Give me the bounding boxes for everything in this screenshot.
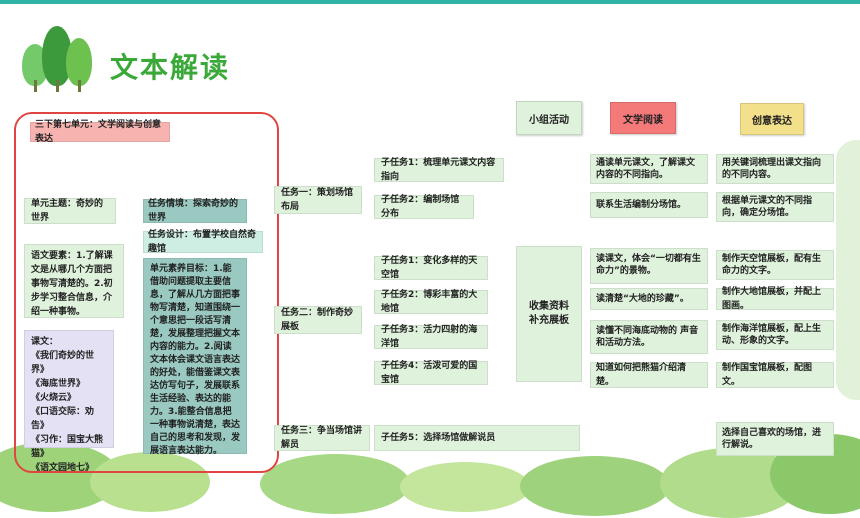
reading-item: 通读单元课文，了解课文内容的不同指向。 [590, 154, 708, 184]
creative-item: 制作大地馆展板，并配上图画。 [716, 287, 834, 311]
unit-frame [14, 112, 279, 473]
reading-item: 知道如何把熊猫介绍清楚。 [590, 362, 708, 388]
creative-item: 制作海洋馆展板，配上生动、形象的文字。 [716, 320, 834, 350]
unit-elements: 语文要素：1.了解课文是从哪几个方面把事物写清楚的。2.初步学习整合信息，介绍一… [24, 244, 124, 318]
task-context: 任务情境：探索奇妙的世界 [143, 199, 247, 223]
header-creative-expression: 创意表达 [740, 103, 804, 135]
top-bar [0, 0, 860, 4]
task-3: 任务三：争当场馆讲解员 [274, 425, 370, 451]
subtask: 子任务5：选择场馆做解说员 [374, 425, 580, 451]
reading-item: 读清楚“大地的珍藏”。 [590, 288, 708, 310]
group-activity-box: 收集资料 补充展板 [516, 246, 582, 382]
unit-theme: 单元主题：奇妙的世界 [24, 198, 116, 224]
subtask: 子任务2：编制场馆分布 [374, 195, 474, 219]
header-literary-reading: 文学阅读 [610, 102, 676, 134]
lesson-item: 《火烧云》 [31, 393, 77, 403]
creative-item: 制作国宝馆展板，配图文。 [716, 362, 834, 388]
lesson-item: 《习作：国宝大熊猫》 [31, 435, 104, 459]
task-1: 任务一：策划场馆布局 [274, 186, 362, 214]
header-group-activity: 小组活动 [516, 101, 582, 135]
lesson-item: 《口语交际：劝告》 [31, 407, 95, 431]
unit-lessons: 课文： 《我们奇妙的世界》 《海底世界》 《火烧云》 《口语交际：劝告》 《习作… [24, 330, 114, 473]
task-design: 任务设计：布置学校自然奇趣馆 [143, 230, 263, 254]
unit-title: 三下第七单元：文学阅读与创意表达 [30, 120, 170, 144]
creative-item: 用关键词梳理出课文指向的不同内容。 [716, 154, 834, 184]
reading-item: 联系生活编制分场馆。 [590, 192, 708, 218]
creative-item: 根据单元课文的不同指向，确定分场馆。 [716, 192, 834, 222]
lesson-item: 《海底世界》 [31, 379, 86, 389]
lesson-item: 《语文园地七》 [31, 463, 95, 473]
subtask: 子任务3：活力四射的海洋馆 [374, 325, 488, 349]
subtask: 子任务2：博彩丰富的大地馆 [374, 290, 488, 314]
reading-item: 读懂不同海底动物的 声音和活动方法。 [590, 320, 708, 354]
subtask: 子任务4：活泼可爱的国宝馆 [374, 361, 488, 385]
lesson-item: 《我们奇妙的世界》 [31, 351, 95, 375]
group-activity-text: 收集资料 补充展板 [529, 301, 569, 326]
right-leaf-decoration [836, 140, 860, 400]
reading-item: 读课文，体会“一切都有生命力”的景物。 [590, 248, 708, 284]
task-2: 任务二：制作奇妙展板 [274, 306, 362, 334]
tree-logo-icon [22, 20, 100, 92]
lessons-title: 课文： [31, 337, 59, 347]
subtask: 子任务1：变化多样的天空馆 [374, 256, 488, 280]
creative-item: 选择自己喜欢的场馆，进行解说。 [716, 422, 834, 456]
unit-goals: 单元素养目标：1.能借助问题提取主要信息，了解从几方面把事物写清楚，知道围绕一个… [143, 258, 247, 456]
creative-item: 制作天空馆展板，配有生命力的文字。 [716, 250, 834, 280]
page-title: 文本解读 [110, 51, 231, 84]
subtask: 子任务1：梳理单元课文内容指向 [374, 158, 504, 182]
